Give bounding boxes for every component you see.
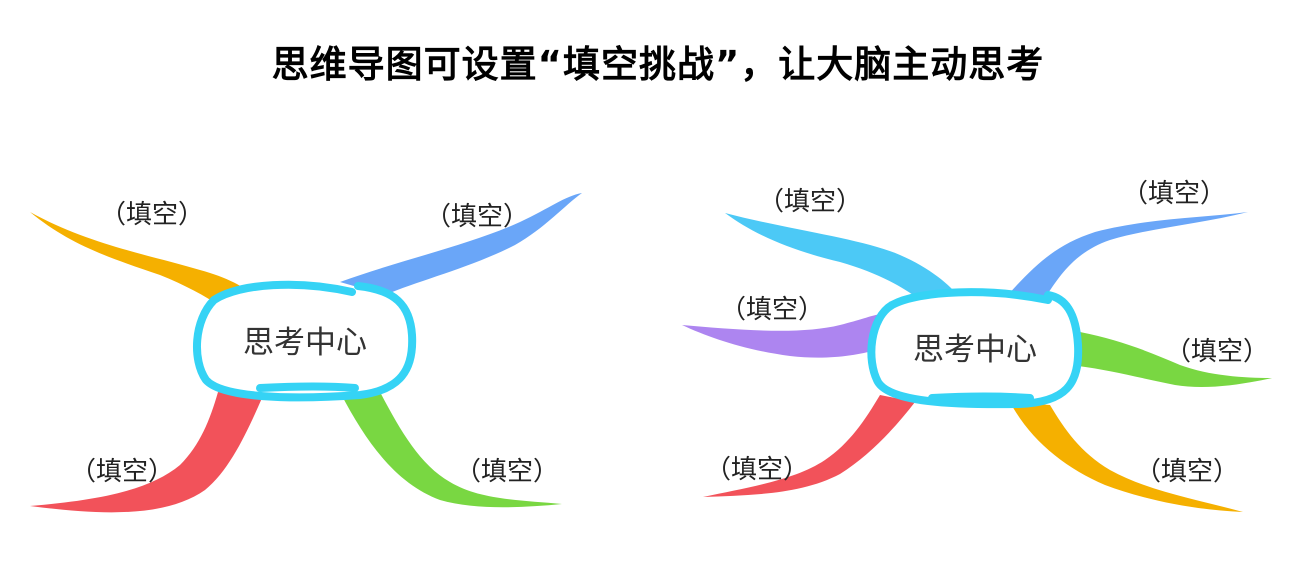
center-bubble-left <box>193 280 417 402</box>
branch-left-green <box>340 392 562 508</box>
branch-label-left-red: （填空） <box>70 457 174 487</box>
branch-label-left-blue: （填空） <box>425 202 529 232</box>
branch-right-sky <box>725 213 960 300</box>
branch-left-blue <box>340 193 582 295</box>
center-label-right: 思考中心 <box>913 332 1037 368</box>
branch-label-right-sky: （填空） <box>758 187 862 217</box>
branch-label-left-orange: （填空） <box>100 200 204 230</box>
center-bubble-right-tail <box>928 392 1034 402</box>
branch-right-red <box>703 395 915 497</box>
branch-right-green <box>1078 332 1272 388</box>
mind-map-left: 思考中心 （填空） （填空） （填空） （填空） <box>30 193 582 513</box>
branch-right-orange <box>1010 402 1243 512</box>
branch-label-left-green: （填空） <box>455 457 559 487</box>
branch-label-right-blue: （填空） <box>1122 179 1226 209</box>
branch-label-right-orange: （填空） <box>1135 457 1239 487</box>
branch-right-blue <box>1005 212 1248 298</box>
center-bubble-right <box>867 288 1083 409</box>
branch-label-right-green: （填空） <box>1165 337 1269 367</box>
branch-left-orange <box>30 212 258 306</box>
center-label-left: 思考中心 <box>243 325 367 361</box>
mind-map-right: 思考中心 （填空） （填空） （填空） （填空） （填空） （填空） <box>682 179 1272 512</box>
branch-label-right-purple: （填空） <box>720 295 824 325</box>
page-title: 思维导图可设置“填空挑战”，让大脑主动思考 <box>271 43 1045 86</box>
center-bubble-left-tail <box>256 382 359 392</box>
branch-right-purple <box>682 314 880 358</box>
branch-left-red <box>30 392 262 513</box>
branch-label-right-red: （填空） <box>705 455 809 485</box>
